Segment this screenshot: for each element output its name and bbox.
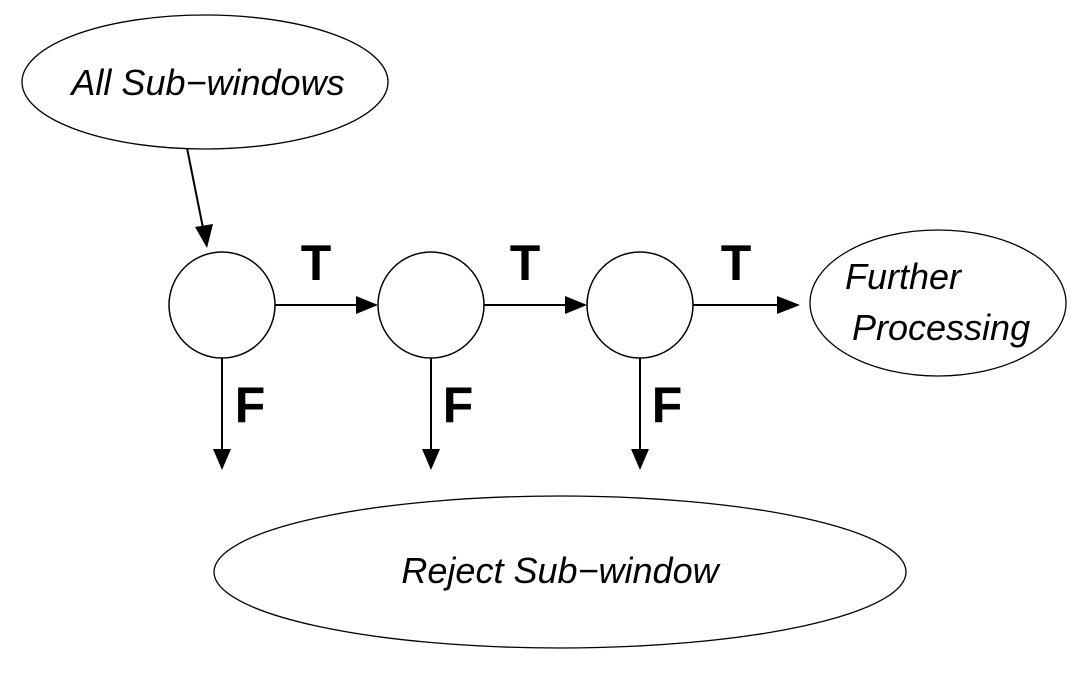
true-edge-3: T — [693, 235, 800, 314]
true-label-3: T — [721, 235, 752, 291]
reject-label: Reject Sub−window — [401, 550, 720, 591]
stage-2 — [377, 251, 485, 359]
false-label-2: F — [443, 377, 474, 433]
true-edge-1: T — [275, 235, 378, 314]
edge-source-to-stage-1 — [186, 147, 213, 248]
true-label-1: T — [301, 235, 332, 291]
stage-3 — [586, 251, 694, 359]
stage-1-circle — [168, 251, 276, 359]
false-edge-1: F — [213, 358, 265, 470]
further-processing-line1: Further — [845, 256, 963, 297]
source-ellipse — [21, 14, 389, 150]
false-label-1: F — [235, 377, 266, 433]
source-node: All Sub−windows — [21, 14, 389, 150]
stage-3-circle — [586, 251, 694, 359]
further-processing-line2: Processing — [852, 307, 1030, 348]
further-processing-ellipse — [809, 229, 1067, 377]
false-edge-3: F — [631, 358, 682, 470]
true-edge-2: T — [484, 235, 587, 314]
source-label: All Sub−windows — [69, 62, 344, 103]
further-processing-node: Further Processing — [809, 229, 1067, 377]
stage-2-circle — [377, 251, 485, 359]
reject-ellipse — [213, 495, 907, 649]
true-label-2: T — [510, 235, 541, 291]
false-edge-2: F — [422, 358, 473, 470]
stage-1 — [168, 251, 276, 359]
reject-node: Reject Sub−window — [213, 495, 907, 649]
false-label-3: F — [652, 377, 683, 433]
